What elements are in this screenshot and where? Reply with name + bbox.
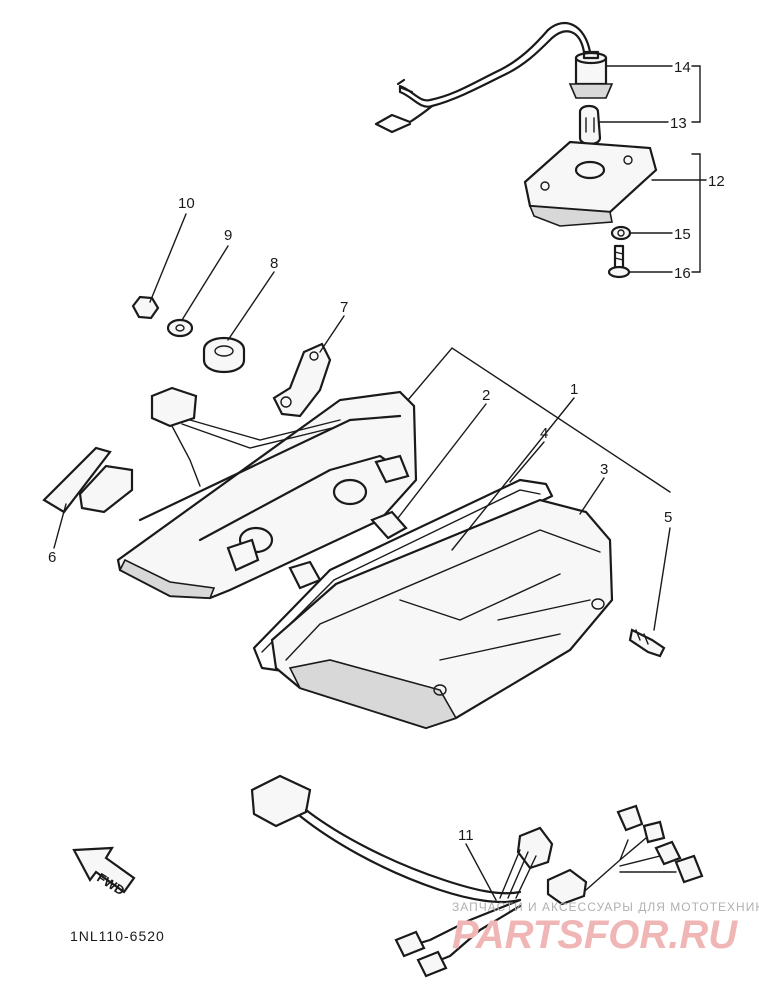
part-14-bulb-socket — [568, 50, 614, 99]
part-15-nut — [610, 225, 632, 241]
callout-13: 13 — [670, 115, 687, 132]
watermark: ЗАПЧАСТИ И АКСЕССУАРЫ ДЛЯ МОТОТЕХНИКИ PA… — [452, 900, 759, 957]
callout-12: 12 — [708, 173, 725, 190]
callout-9: 9 — [224, 227, 232, 244]
callout-1: 1 — [570, 381, 578, 398]
callout-3: 3 — [600, 461, 608, 478]
callout-5: 5 — [664, 509, 672, 526]
part-2-bulb — [288, 510, 408, 590]
part-6-mount-plate — [42, 446, 134, 514]
part-13-bulb — [578, 104, 602, 146]
callout-2: 2 — [482, 387, 490, 404]
part-16-screw — [607, 244, 631, 279]
callout-6: 6 — [48, 549, 56, 566]
part-3-tail-lens — [270, 498, 614, 730]
callout-4: 4 — [540, 425, 548, 442]
part-9-washer — [166, 318, 194, 338]
part-8-grommet — [202, 337, 246, 373]
license-light-wire — [374, 21, 592, 134]
callout-16: 16 — [674, 265, 691, 282]
callout-11: 11 — [458, 827, 474, 844]
part-11-wire-harness — [250, 774, 704, 978]
watermark-brand: PARTSFOR.RU — [452, 913, 738, 957]
callout-7: 7 — [340, 299, 348, 316]
part-12-plate-light-lens — [523, 140, 658, 227]
callout-15: 15 — [674, 226, 691, 243]
callout-10: 10 — [178, 195, 195, 212]
callout-8: 8 — [270, 255, 278, 272]
forward-arrow: FWD — [72, 846, 136, 898]
callout-14: 14 — [674, 59, 691, 76]
callout-numbers: 14 13 12 15 16 10 9 8 7 6 2 1 4 3 5 11 — [48, 59, 725, 844]
part-code: 1NL110-6520 — [70, 928, 165, 944]
part-7-bracket — [272, 342, 332, 418]
tail-light-base — [116, 386, 418, 600]
part-10-nut — [131, 295, 160, 320]
leader-lines — [53, 65, 707, 901]
watermark-tagline: ЗАПЧАСТИ И АКСЕССУАРЫ ДЛЯ МОТОТЕХНИКИ — [452, 900, 759, 914]
part-5-screw — [628, 628, 666, 658]
